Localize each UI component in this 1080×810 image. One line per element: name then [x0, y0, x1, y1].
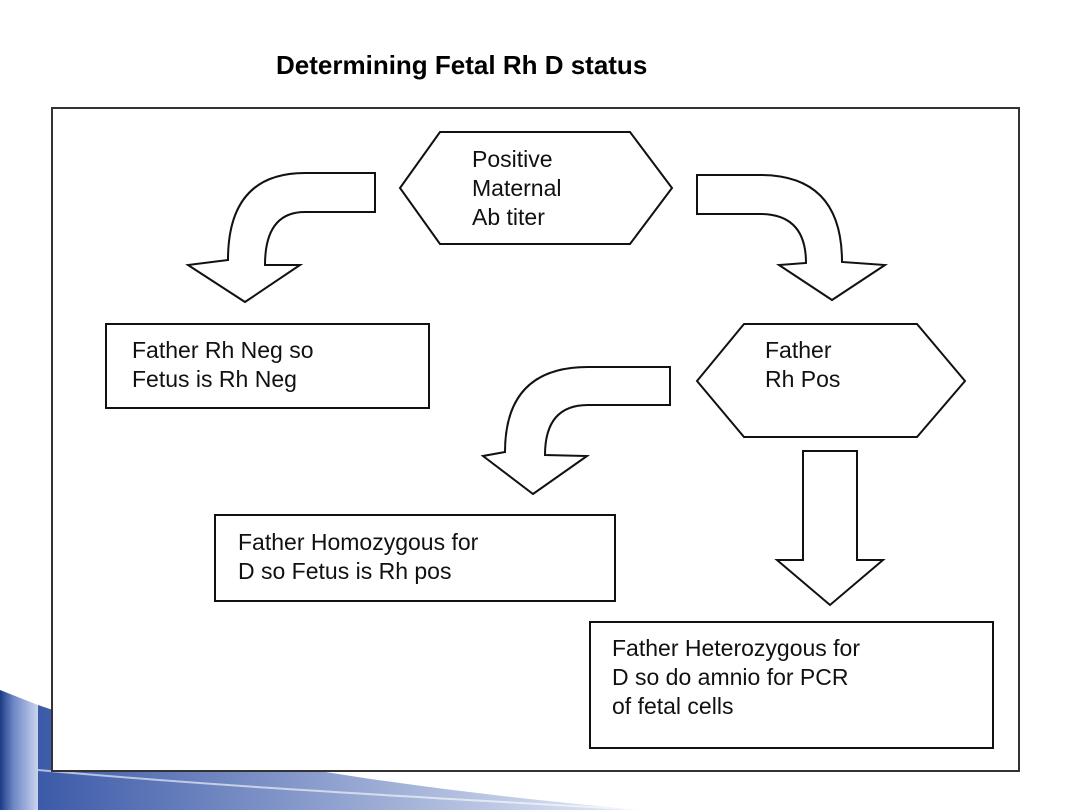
father-neg-line-1: Father Rh Neg so — [132, 337, 314, 363]
father-neg-box — [105, 323, 430, 409]
father-heterozygous-line-2: D so do amnio for PCR — [612, 664, 848, 690]
father-heterozygous-line-3: of fetal cells — [612, 693, 733, 719]
father-pos-line-1: Father — [765, 337, 832, 363]
father-homozygous-line-2: D so Fetus is Rh pos — [238, 558, 451, 584]
arrow-to-homozygous — [480, 366, 671, 496]
father-pos-hexagon — [695, 323, 967, 438]
father-homozygous-box — [214, 514, 616, 602]
father-pos-line-2: Rh Pos — [765, 366, 840, 392]
arrow-to-father-pos — [696, 174, 889, 302]
father-heterozygous-line-1: Father Heterozygous for — [612, 635, 860, 661]
arrow-to-father-neg — [185, 172, 376, 304]
swoosh-highlight — [37, 769, 641, 810]
maternal-ab-line-1: Positive — [472, 146, 553, 172]
father-homozygous-line-1: Father Homozygous for — [238, 529, 479, 555]
diagram-title: Determining Fetal Rh D status — [276, 50, 648, 80]
maternal-ab-line-3: Ab titer — [472, 204, 545, 230]
maternal-ab-line-2: Maternal — [472, 175, 561, 201]
father-heterozygous-box — [589, 621, 994, 749]
corner-swoosh-shape — [0, 690, 38, 810]
father-neg-line-2: Fetus is Rh Neg — [132, 366, 297, 392]
bottom-swoosh-shape — [38, 705, 640, 810]
maternal-ab-hexagon — [398, 131, 674, 245]
arrow-to-heterozygous — [774, 450, 886, 607]
